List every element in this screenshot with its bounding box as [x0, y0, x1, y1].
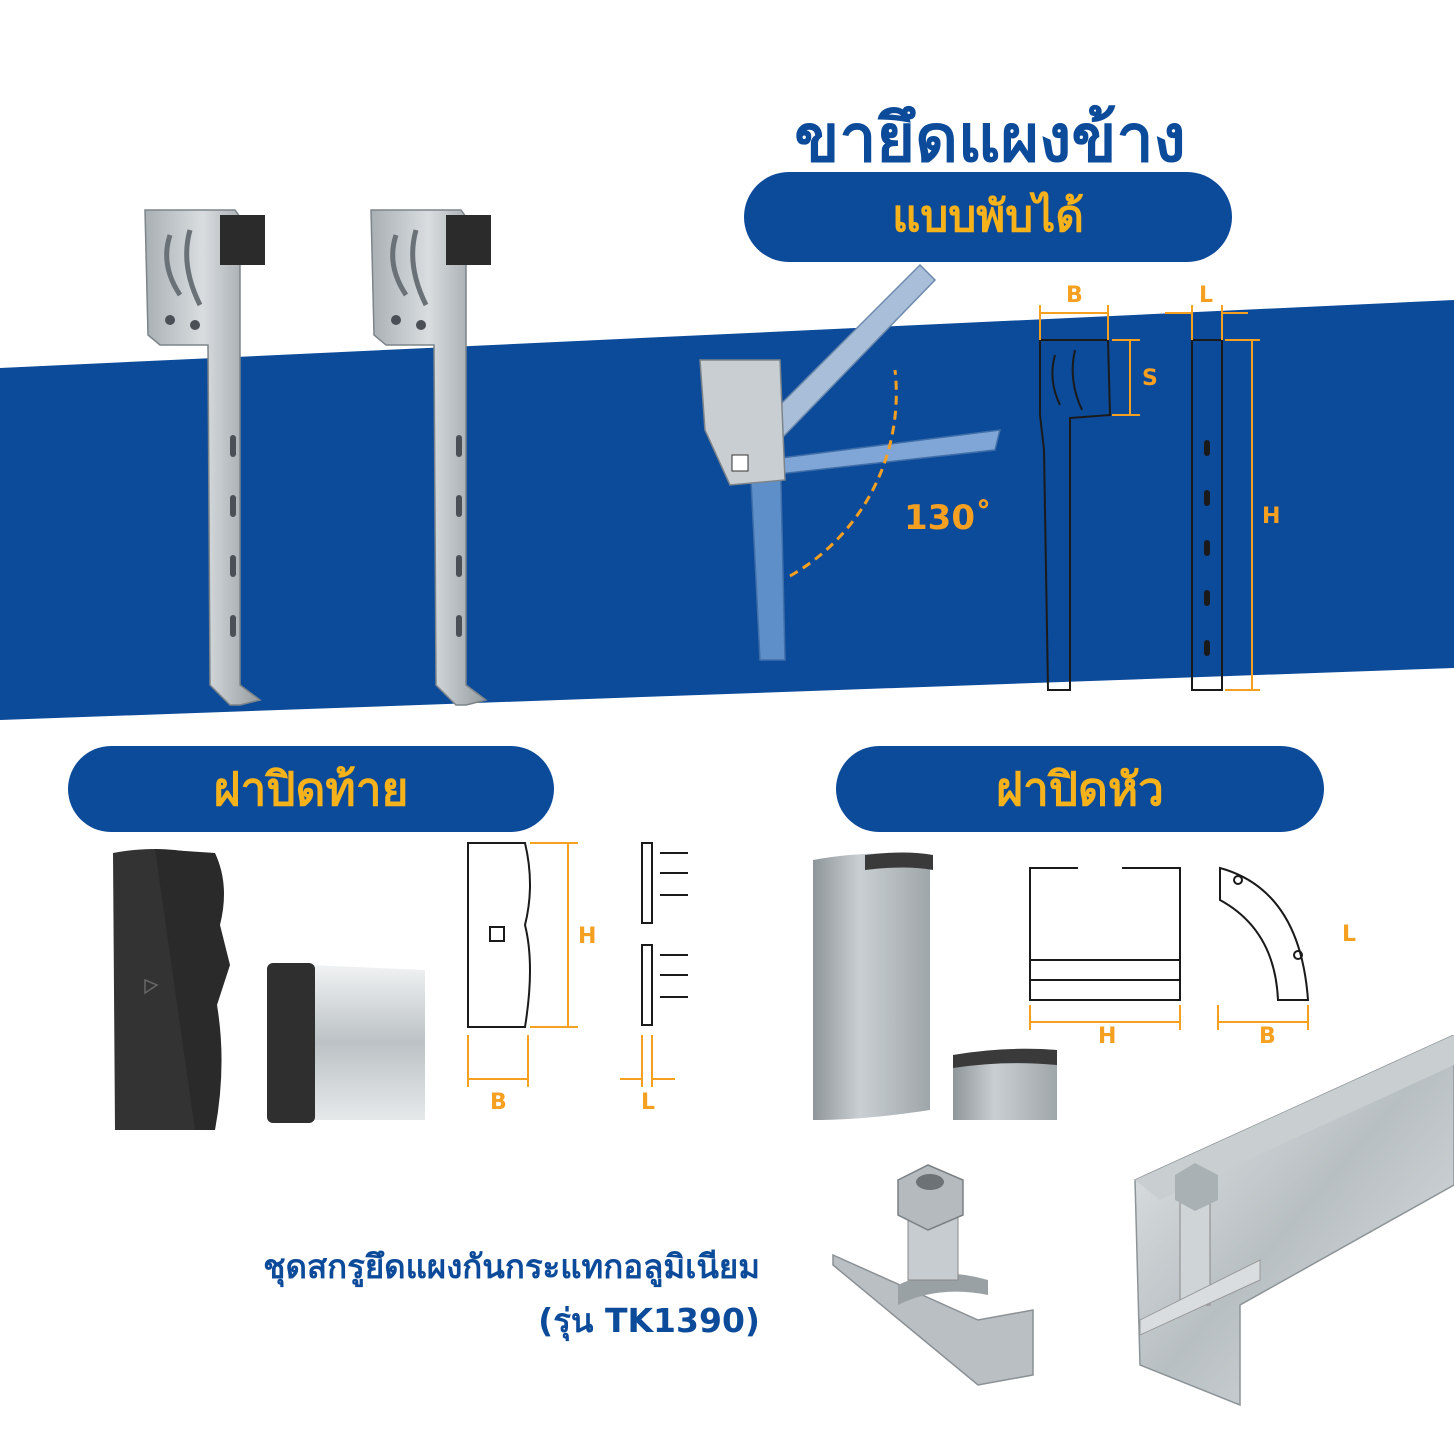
bracket-dim-s: S	[1142, 366, 1158, 391]
end-cap-image	[113, 849, 425, 1130]
caption-line-1: ชุดสกรูยึดแผงกันกระแทกอลูมิเนียม	[263, 1247, 760, 1286]
folding-bracket-diagram	[699, 263, 1001, 661]
head-cap-label: ฝาปิดหัว	[995, 762, 1164, 816]
end-cap-label: ฝาปิดท้าย	[213, 762, 409, 816]
bracket-image-1	[144, 209, 265, 706]
head-cap-dimension-drawing	[1029, 866, 1310, 1030]
head-cap-dim-l: L	[1342, 922, 1357, 947]
page-title: ขายึดแผงข้าง	[794, 100, 1186, 177]
folding-type-label: แบบพับได้	[892, 191, 1084, 242]
end-cap-badge: ฝาปิดท้าย	[68, 746, 554, 832]
bracket-dim-b: B	[1066, 283, 1083, 308]
head-cap-dim-h: H	[1098, 1024, 1117, 1049]
bracket-dim-l: L	[1199, 283, 1214, 308]
end-cap-dimension-drawing	[467, 842, 688, 1087]
fold-angle-label: 130˚	[904, 498, 992, 538]
bracket-dimension-drawing	[1039, 305, 1260, 691]
head-cap-image	[813, 852, 1057, 1120]
screw-set-caption: ชุดสกรูยึดแผงกันกระแทกอลูมิเนียม (รุ่น T…	[80, 1240, 760, 1348]
caption-line-2: (รุ่น TK1390)	[538, 1301, 760, 1340]
bracket-image-2	[370, 209, 491, 706]
end-cap-dim-b: B	[490, 1090, 507, 1115]
head-cap-dim-b: B	[1259, 1024, 1276, 1049]
bracket-dim-h: H	[1262, 504, 1281, 529]
end-cap-dim-l: L	[641, 1090, 656, 1115]
screw-clip-image	[832, 1164, 1034, 1386]
folding-type-badge: แบบพับได้	[744, 172, 1232, 262]
head-cap-badge: ฝาปิดหัว	[836, 746, 1324, 832]
aluminium-profile-image	[1134, 1035, 1454, 1407]
end-cap-dim-h: H	[578, 924, 597, 949]
